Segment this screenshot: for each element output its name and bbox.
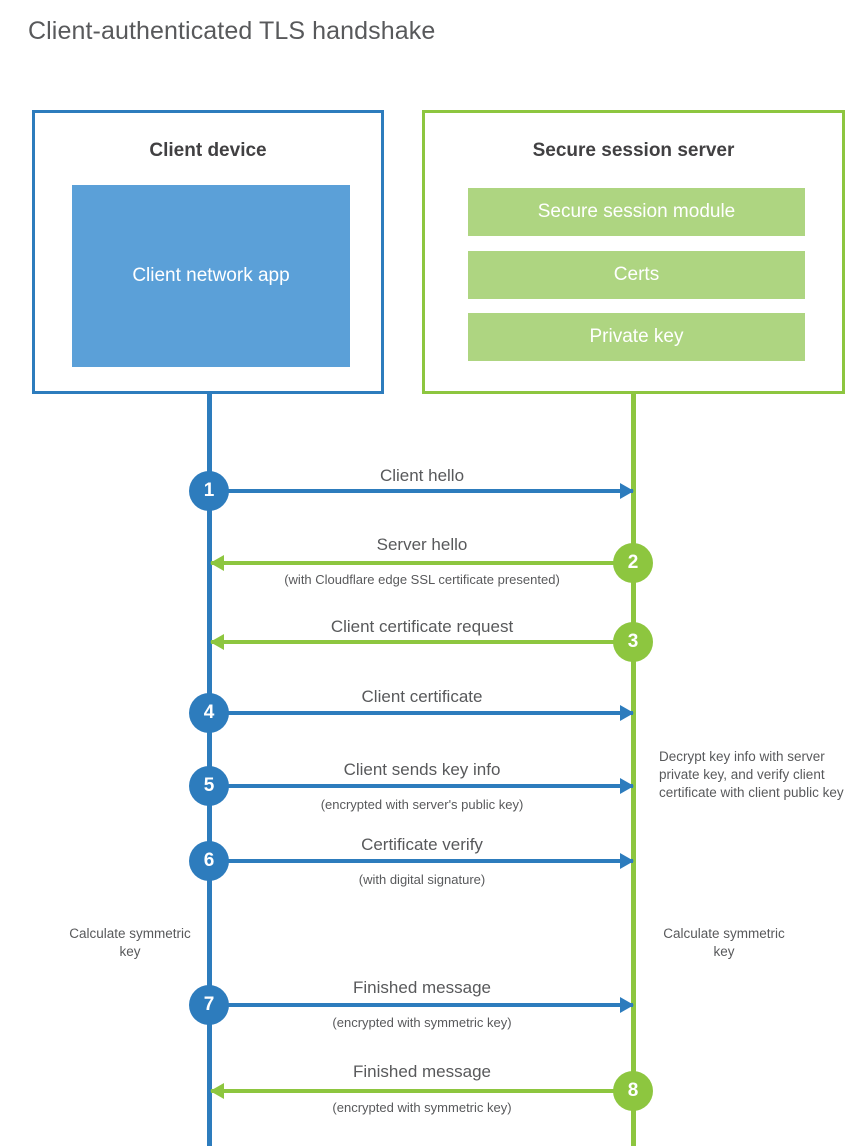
- step-5-label: Client sends key info: [343, 760, 501, 779]
- private-key-block: Private key: [468, 313, 805, 361]
- step-2-arrowhead: [210, 555, 224, 571]
- page-title: Client-authenticated TLS handshake: [28, 17, 436, 45]
- step-7-label: Finished message: [353, 978, 491, 997]
- step-8-label: Finished message: [353, 1062, 491, 1081]
- client-network-app-block: Client network app: [72, 185, 350, 367]
- step-7-arrow-shaft: [212, 1003, 633, 1007]
- step-5-arrow: [212, 778, 634, 794]
- step-8-arrow-shaft: [211, 1089, 632, 1093]
- step-1-arrow-shaft: [212, 489, 633, 493]
- step-7-arrow: [212, 997, 634, 1013]
- step-4-arrow: [212, 705, 634, 721]
- step-5-sublabel: (encrypted with server's public key): [320, 797, 524, 812]
- step-marker-2: 2: [613, 543, 653, 583]
- step-marker-8: 8: [613, 1071, 653, 1111]
- step-3-arrowhead: [210, 634, 224, 650]
- step-marker-6: 6: [189, 841, 229, 881]
- client-calculate-symmetric-key-note: Calculate symmetric key: [69, 926, 191, 960]
- certs-block: Certs: [468, 251, 805, 299]
- step-8-arrowhead: [210, 1083, 224, 1099]
- step-marker-3: 3: [613, 622, 653, 662]
- secure-session-module-block: Secure session module: [468, 188, 805, 236]
- server-calculate-symmetric-key-note: Calculate symmetric key: [663, 926, 785, 960]
- server-lifeline: [631, 394, 636, 1146]
- step-6-arrowhead: [620, 853, 634, 869]
- client-device-title: Client device: [149, 140, 267, 161]
- step-7-arrowhead: [620, 997, 634, 1013]
- step-6-label: Certificate verify: [361, 835, 483, 854]
- step-2-arrow: [210, 555, 632, 571]
- step-marker-5: 5: [189, 766, 229, 806]
- step-7-sublabel: (encrypted with symmetric key): [332, 1015, 512, 1030]
- server-decrypt-note: Decrypt key info with server private key…: [659, 749, 844, 801]
- secure-session-server-title: Secure session server: [532, 140, 735, 161]
- step-1-arrow: [212, 483, 634, 499]
- step-5-arrow-shaft: [212, 784, 633, 788]
- step-1-arrowhead: [620, 483, 634, 499]
- step-4-label: Client certificate: [361, 687, 483, 706]
- step-3-arrow-shaft: [211, 640, 632, 644]
- client-device-box: Client device Client network app: [32, 110, 384, 394]
- step-8-arrow: [210, 1083, 632, 1099]
- step-3-arrow: [210, 634, 632, 650]
- step-marker-4: 4: [189, 693, 229, 733]
- step-3-label: Client certificate request: [330, 617, 514, 636]
- step-2-label: Server hello: [376, 535, 468, 554]
- secure-session-server-box: Secure session server Secure session mod…: [422, 110, 845, 394]
- step-8-sublabel: (encrypted with symmetric key): [332, 1100, 512, 1115]
- step-4-arrow-shaft: [212, 711, 633, 715]
- step-marker-1: 1: [189, 471, 229, 511]
- step-5-arrowhead: [620, 778, 634, 794]
- step-6-arrow-shaft: [212, 859, 633, 863]
- step-6-arrow: [212, 853, 634, 869]
- step-marker-7: 7: [189, 985, 229, 1025]
- step-4-arrowhead: [620, 705, 634, 721]
- step-1-label: Client hello: [379, 466, 465, 485]
- step-6-sublabel: (with digital signature): [358, 872, 486, 887]
- step-2-sublabel: (with Cloudflare edge SSL certificate pr…: [284, 572, 560, 587]
- step-2-arrow-shaft: [211, 561, 632, 565]
